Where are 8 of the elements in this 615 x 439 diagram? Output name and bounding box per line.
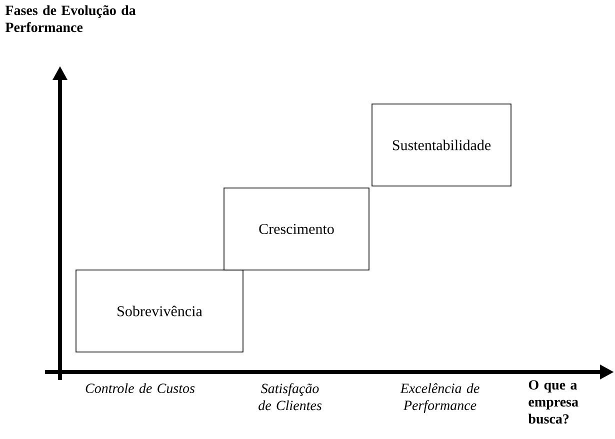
x-axis-category: Excelência de Performance [400,383,480,413]
x-axis-category: Satisfação de Clientes [258,383,322,410]
x-axis-category: Controle de Custos [86,383,195,394]
phase-box: Sobrevivência [76,270,244,352]
x-axis-title: O que a empresa busca? [528,380,578,424]
phase-box: Sustentabilidade [372,104,512,186]
y-axis-title: Fases de Evolução da Performance [5,5,136,32]
phase-box: Crescimento [224,188,370,270]
